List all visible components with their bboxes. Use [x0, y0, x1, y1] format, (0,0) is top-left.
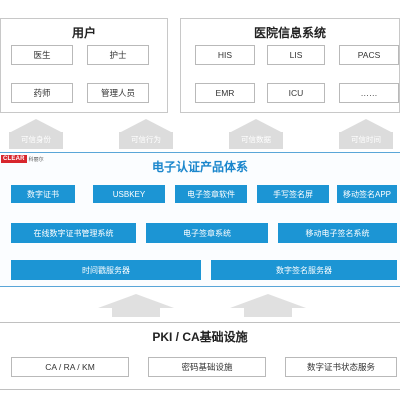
users-title: 用户 — [71, 26, 96, 40]
product-e-seal-software: 电子签章软件 — [175, 185, 247, 203]
product-timestamp-server: 时间戳服务器 — [11, 260, 201, 280]
trust-arrow-data-label: 可信数据 — [229, 132, 283, 149]
pki-box-cert-status: 数字证书状态服务 — [285, 357, 397, 377]
trust-arrow-identity: 可信身份 — [9, 119, 63, 149]
product-signature-server: 数字签名服务器 — [211, 260, 397, 280]
his-box-more: …… — [339, 83, 399, 103]
product-system-band: CLEAR 科丽尔 电子认证产品体系 数字证书 USBKEY 电子签章软件 手写… — [0, 152, 400, 287]
pki-box-crypto-infra: 密码基础设施 — [148, 357, 266, 377]
his-group: 医院信息系统 HIS LIS PACS EMR ICU …… — [180, 18, 400, 113]
product-mobile-e-sign-system: 移动电子签名系统 — [278, 223, 397, 243]
product-e-seal-system: 电子签章系统 — [146, 223, 268, 243]
trust-arrow-time: 可信时间 — [339, 119, 393, 149]
user-box-doctor: 医生 — [11, 45, 73, 65]
product-digital-certificate: 数字证书 — [11, 185, 75, 203]
product-system-title: 电子认证产品体系 — [151, 160, 248, 174]
his-title: 医院信息系统 — [253, 26, 326, 40]
up-arrow-right — [230, 294, 306, 318]
user-box-nurse: 护士 — [87, 45, 149, 65]
pki-box-ca-ra-km: CA / RA / KM — [11, 357, 129, 377]
product-mobile-sign-app: 移动签名APP — [337, 185, 397, 203]
his-box-lis: LIS — [267, 45, 325, 65]
his-box-pacs: PACS — [339, 45, 399, 65]
clear-logo-sub: 科丽尔 — [28, 156, 44, 163]
product-handwriting-pad: 手写签名屏 — [257, 185, 329, 203]
trust-arrow-time-label: 可信时间 — [339, 132, 393, 149]
his-box-icu: ICU — [267, 83, 325, 103]
pki-ca-title: PKI / CA基础设施 — [152, 330, 248, 344]
his-box-his: HIS — [195, 45, 255, 65]
user-box-pharmacist: 药师 — [11, 83, 73, 103]
user-box-admin: 管理人员 — [87, 83, 149, 103]
trust-arrow-identity-label: 可信身份 — [9, 132, 63, 149]
clear-logo: CLEAR 科丽尔 — [1, 154, 44, 164]
trust-arrow-data: 可信数据 — [229, 119, 283, 149]
users-group: 用户 医生 护士 药师 管理人员 — [0, 18, 168, 113]
up-arrow-left — [98, 294, 174, 318]
product-usbkey: USBKEY — [93, 185, 165, 203]
trust-arrow-behavior-label: 可信行为 — [119, 132, 173, 149]
his-box-emr: EMR — [195, 83, 255, 103]
trust-arrow-behavior: 可信行为 — [119, 119, 173, 149]
product-online-cert-mgmt: 在线数字证书管理系统 — [11, 223, 136, 243]
clear-logo-mark: CLEAR — [1, 155, 27, 163]
pki-ca-group: PKI / CA基础设施 CA / RA / KM 密码基础设施 数字证书状态服… — [0, 322, 400, 390]
